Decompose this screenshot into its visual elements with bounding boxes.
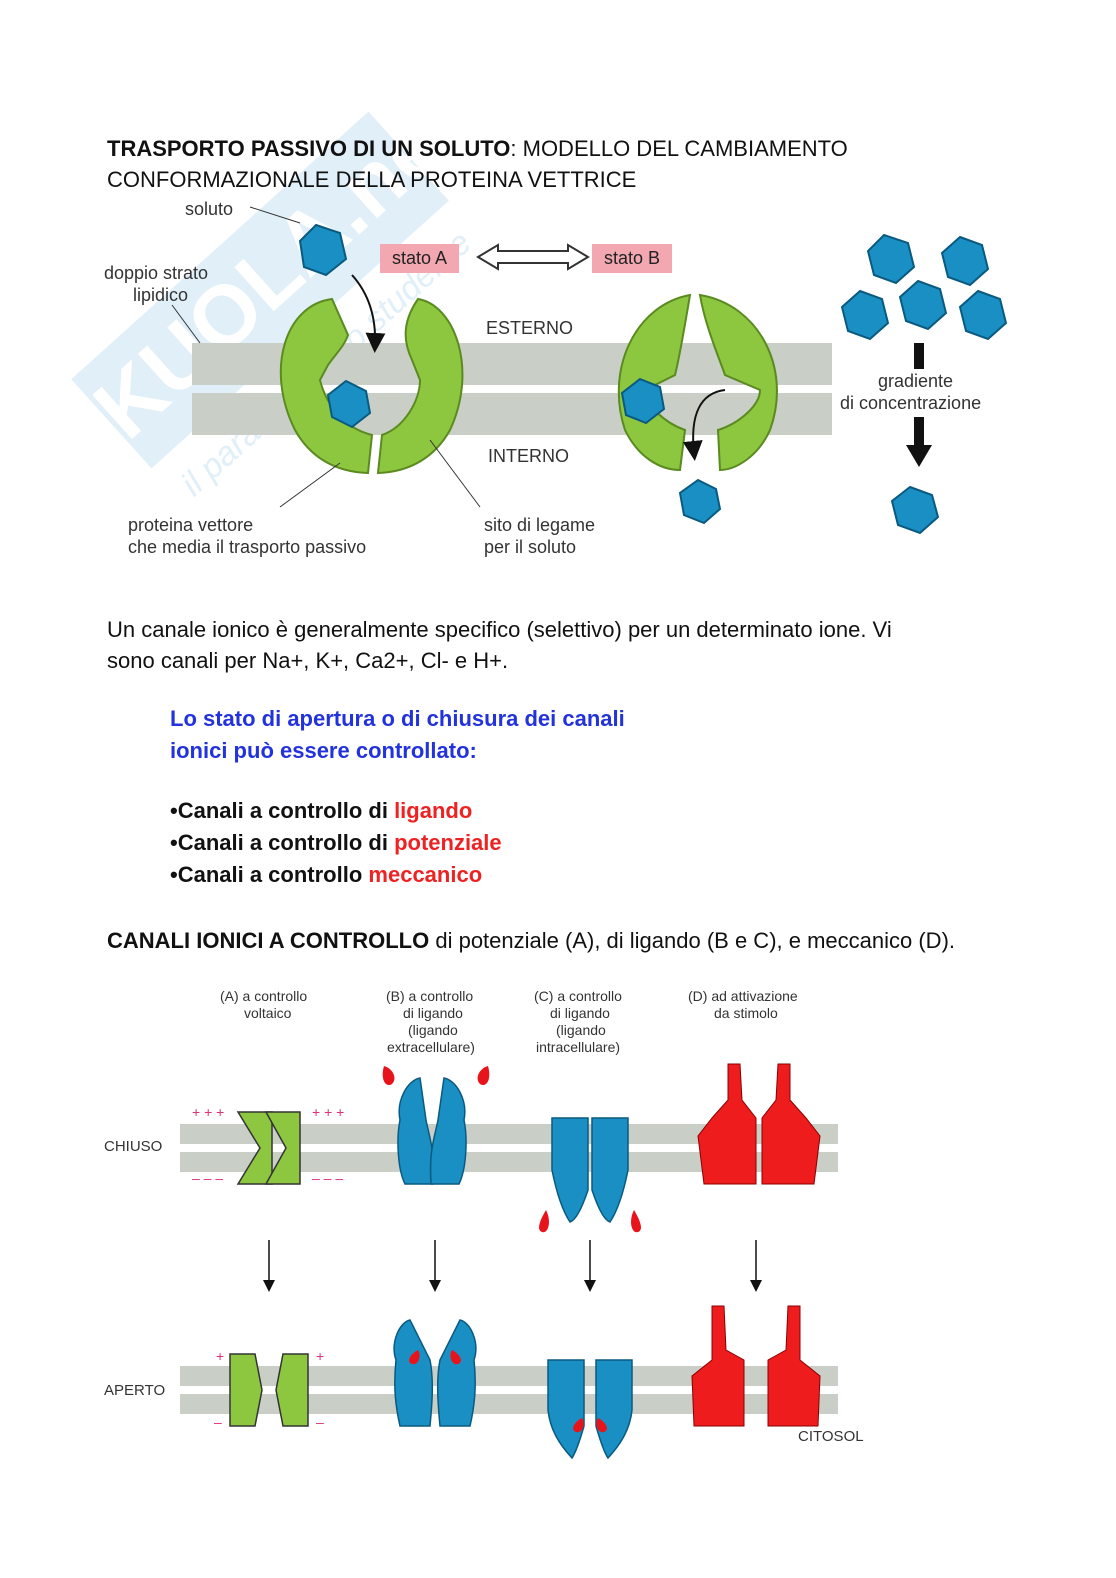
ligand-ext-drop-left bbox=[383, 1066, 395, 1085]
arrow-solute-enter bbox=[352, 275, 375, 345]
callout-item-highlight: ligando bbox=[394, 798, 472, 823]
state-transition-arrow bbox=[478, 245, 588, 269]
solute-cluster-4 bbox=[900, 281, 946, 329]
gradient-arrow-shaft bbox=[914, 417, 924, 445]
state-b-label: stato B bbox=[592, 244, 672, 273]
charge-open-minus-right: – bbox=[316, 1414, 324, 1431]
col-b-label-4: extracellulare) bbox=[387, 1039, 475, 1056]
callout-item-prefix: •Canali a controllo di bbox=[170, 830, 394, 855]
solute-released bbox=[680, 480, 720, 523]
label-esterno: ESTERNO bbox=[486, 317, 573, 339]
ligand-int-channel-closed-left bbox=[552, 1118, 588, 1222]
label-closed: CHIUSO bbox=[104, 1138, 162, 1155]
charge-plus-right: + + + bbox=[312, 1104, 344, 1121]
label-soluto: soluto bbox=[185, 198, 233, 220]
state-a-label: stato A bbox=[380, 244, 459, 273]
solute-cluster-5 bbox=[960, 291, 1006, 339]
solute-low-side bbox=[892, 487, 938, 533]
ligand-ext-channel-closed-right bbox=[431, 1078, 466, 1184]
col-c-label-1: (C) a controllo bbox=[534, 988, 622, 1005]
callout-item-ligand: •Canali a controllo di ligando bbox=[170, 795, 472, 827]
protein-a-left-half bbox=[281, 299, 372, 473]
voltage-channel-open-left bbox=[230, 1354, 262, 1426]
label-bilayer-2: lipidico bbox=[133, 284, 188, 306]
label-site-1: sito di legame bbox=[484, 514, 595, 536]
callout-item-highlight: potenziale bbox=[394, 830, 502, 855]
callout-item-prefix: •Canali a controllo bbox=[170, 862, 368, 887]
col-a-label-1: (A) a controllo bbox=[220, 988, 307, 1005]
section1-title-bold: TRASPORTO PASSIVO DI UN SOLUTO bbox=[107, 136, 510, 161]
label-gradient-1: gradiente bbox=[878, 370, 953, 392]
callout-item-highlight: meccanico bbox=[368, 862, 482, 887]
label-open: APERTO bbox=[104, 1382, 165, 1399]
protein-a-right-half bbox=[378, 299, 462, 473]
col-c-label-2: di ligando bbox=[550, 1005, 610, 1022]
ligand-ext-drop-right bbox=[478, 1066, 490, 1085]
section1-title-line2: CONFORMAZIONALE DELLA PROTEINA VETTRICE bbox=[107, 165, 636, 195]
charge-open-plus-right: + bbox=[316, 1348, 324, 1365]
section2-heading-rest: di potenziale (A), di ligando (B e C), e… bbox=[429, 928, 955, 953]
label-gradient-2: di concentrazione bbox=[840, 392, 981, 414]
label-cytosol: CITOSOL bbox=[798, 1428, 864, 1445]
section2-heading-bold: CANALI IONICI A CONTROLLO bbox=[107, 928, 429, 953]
label-carrier-1: proteina vettore bbox=[128, 514, 253, 536]
col-c-label-4: intracellulare) bbox=[536, 1039, 620, 1056]
paragraph-line2: sono canali per Na+, K+, Ca2+, Cl- e H+. bbox=[107, 645, 1007, 676]
ligand-ext-channel-closed-left bbox=[398, 1078, 433, 1184]
leader-carrier bbox=[280, 463, 340, 507]
callout-line1: Lo stato di apertura o di chiusura dei c… bbox=[170, 703, 625, 735]
callout-item-prefix: •Canali a controllo di bbox=[170, 798, 394, 823]
col-d-label-1: (D) ad attivazione bbox=[688, 988, 798, 1005]
charge-open-plus-left: + bbox=[216, 1348, 224, 1365]
ion-channel-paragraph: Un canale ionico è generalmente specific… bbox=[107, 614, 1007, 676]
section1-title-rest: : MODELLO DEL CAMBIAMENTO bbox=[510, 136, 847, 161]
paragraph-line1: Un canale ionico è generalmente specific… bbox=[107, 614, 1007, 645]
solute-cluster-3 bbox=[842, 291, 888, 339]
col-c-label-3: (ligando bbox=[556, 1022, 606, 1039]
ligand-int-channel-open-right bbox=[596, 1360, 632, 1458]
ligand-int-drop-right bbox=[631, 1210, 641, 1232]
ligand-ext-channel-open-right bbox=[438, 1320, 476, 1426]
gradient-bar bbox=[914, 343, 924, 369]
label-bilayer-1: doppio strato bbox=[104, 262, 208, 284]
solute-cluster-1 bbox=[868, 235, 914, 283]
ion-channels-figure bbox=[100, 1060, 880, 1470]
charge-open-minus-left: – bbox=[214, 1414, 222, 1431]
col-b-label-1: (B) a controllo bbox=[386, 988, 473, 1005]
callout-item-potential: •Canali a controllo di potenziale bbox=[170, 827, 502, 859]
mechanical-channel-closed-left bbox=[698, 1064, 756, 1184]
ligand-int-channel-closed-right bbox=[592, 1118, 628, 1222]
callout-line2: ionici può essere controllato: bbox=[170, 735, 477, 767]
ligand-ext-channel-open-left bbox=[394, 1320, 432, 1426]
charge-minus-right: – – – bbox=[312, 1170, 343, 1187]
col-a-label-2: voltaico bbox=[244, 1005, 291, 1022]
leader-site bbox=[430, 440, 480, 507]
mechanical-channel-closed-right bbox=[762, 1064, 820, 1184]
callout-item-mechanical: •Canali a controllo meccanico bbox=[170, 859, 482, 891]
col-b-label-2: di ligando bbox=[403, 1005, 463, 1022]
charge-plus-left: + + + bbox=[192, 1104, 224, 1121]
ligand-int-drop-left bbox=[539, 1210, 549, 1232]
label-carrier-2: che media il trasporto passivo bbox=[128, 536, 366, 558]
section1-title: TRASPORTO PASSIVO DI UN SOLUTO: MODELLO … bbox=[107, 134, 848, 164]
ligand-int-channel-open-left bbox=[548, 1360, 584, 1458]
leader-soluto bbox=[250, 207, 300, 223]
label-site-2: per il soluto bbox=[484, 536, 576, 558]
voltage-channel-closed-left bbox=[238, 1112, 272, 1184]
section2-heading: CANALI IONICI A CONTROLLO di potenziale … bbox=[107, 926, 955, 956]
charge-minus-left: – – – bbox=[192, 1170, 223, 1187]
col-b-label-3: (ligando bbox=[408, 1022, 458, 1039]
leader-bilayer bbox=[172, 305, 200, 343]
col-d-label-2: da stimolo bbox=[714, 1005, 778, 1022]
gradient-arrow-head bbox=[906, 445, 932, 467]
voltage-channel-open-right bbox=[276, 1354, 308, 1426]
solute-incoming bbox=[300, 225, 346, 275]
label-interno: INTERNO bbox=[488, 445, 569, 467]
solute-cluster-2 bbox=[942, 237, 988, 285]
